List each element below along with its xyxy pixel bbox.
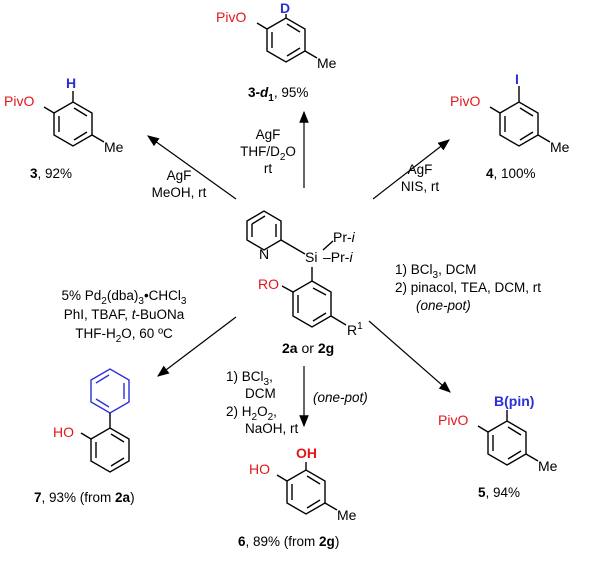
cond-text: 2) pinacol, TEA, DCM, rt [395, 280, 541, 295]
arrow-to-5 [368, 320, 451, 393]
product-4: I PivO Me 4, 100% [450, 71, 570, 181]
cond-text: (one-pot) [313, 390, 368, 405]
cond-text: rt [264, 161, 272, 176]
center-molecule: N Si Pr-i –Pr-i RO R1 2a or 2g [246, 210, 363, 356]
product-3d1: D PivO Me 3-d1, 95% [216, 0, 337, 104]
ring [487, 420, 527, 466]
pivo-label: PivO [450, 93, 480, 109]
compound-label: 4, 100% [486, 166, 536, 181]
me-label: Me [550, 139, 570, 155]
me-label: Me [337, 507, 357, 523]
pr-i-top: Pr-i [333, 229, 356, 245]
cond-text: (one-pot) [416, 298, 471, 313]
i-label: I [515, 71, 519, 87]
cond-text: 1) BCl3, [226, 369, 273, 388]
compound-label: 3-d1, 95% [248, 85, 308, 104]
phenyl-ring [90, 368, 130, 414]
me-label: Me [317, 55, 337, 71]
cond-text: MeOH, rt [152, 185, 207, 200]
pivo-label: PivO [4, 93, 34, 109]
cond-text: THF-H2O, 60 ºC [75, 326, 173, 345]
h-label: H [66, 75, 76, 91]
arrow-to-3 [147, 135, 237, 200]
product-6: OH HO Me 6, 89% (from 2g) [238, 445, 357, 549]
conditions-to-4: AgF NIS, rt [401, 162, 440, 194]
pivo-label: PivO [216, 9, 246, 25]
arrow-to-7 [157, 316, 237, 377]
compound-label: 6, 89% (from 2g) [238, 534, 339, 549]
ho-label: HO [53, 424, 74, 440]
cond-text: AgF [167, 168, 192, 183]
ring [266, 17, 306, 63]
pivo-label: PivO [438, 412, 468, 428]
ho-label: HO [249, 461, 270, 477]
pyridine-n-label: N [259, 246, 269, 262]
conditions-to-6: 1) BCl3, DCM 2) H2O2, NaOH, rt (one-pot) [226, 369, 368, 436]
cond-text: 5% Pd2(dba)3•CHCl3 [62, 288, 187, 307]
compound-label: 5, 94% [478, 485, 520, 500]
compound-label-center: 2a or 2g [282, 340, 334, 356]
ring [286, 469, 326, 515]
product-3: H PivO Me 3, 92% [4, 75, 124, 181]
cond-text: PhI, TBAF, t-BuONa [64, 307, 185, 322]
oh-label: OH [296, 445, 317, 461]
product-5: B(pin) PivO Me 5, 94% [438, 393, 558, 500]
conditions-to-3: AgF MeOH, rt [152, 168, 207, 200]
compound-label: 7, 93% (from 2a) [34, 490, 135, 505]
si-label: Si [305, 249, 317, 265]
compound-label: 3, 92% [30, 166, 72, 181]
r1-label: R1 [347, 321, 363, 338]
cond-text: AgF [408, 162, 433, 177]
me-label: Me [104, 139, 124, 155]
aryl-ring [292, 280, 332, 328]
cond-text: NIS, rt [401, 179, 440, 194]
d-label: D [280, 0, 290, 16]
conditions-to-7: 5% Pd2(dba)3•CHCl3 PhI, TBAF, t-BuONa TH… [62, 288, 187, 345]
pr-i-right: –Pr-i [323, 249, 353, 265]
cond-text: DCM [245, 386, 276, 401]
cond-text: AgF [256, 127, 281, 142]
conditions-to-5: 1) BCl3, DCM 2) pinacol, TEA, DCM, rt (o… [395, 262, 541, 313]
phenol-ring [90, 427, 130, 473]
conditions-to-3d: AgF THF/D2O rt [240, 127, 296, 176]
bpin-label: B(pin) [494, 393, 534, 409]
cond-text: 1) BCl3, DCM [395, 262, 476, 281]
ro-label: RO [258, 276, 279, 292]
me-label: Me [538, 458, 558, 474]
cond-text: 2) H2O2, [226, 404, 277, 423]
ring [499, 101, 539, 147]
product-7: HO 7, 93% (from 2a) [34, 368, 135, 505]
cond-text: THF/D2O [240, 144, 296, 163]
arrow-to-4 [372, 139, 450, 200]
cond-text: NaOH, rt [245, 421, 299, 436]
